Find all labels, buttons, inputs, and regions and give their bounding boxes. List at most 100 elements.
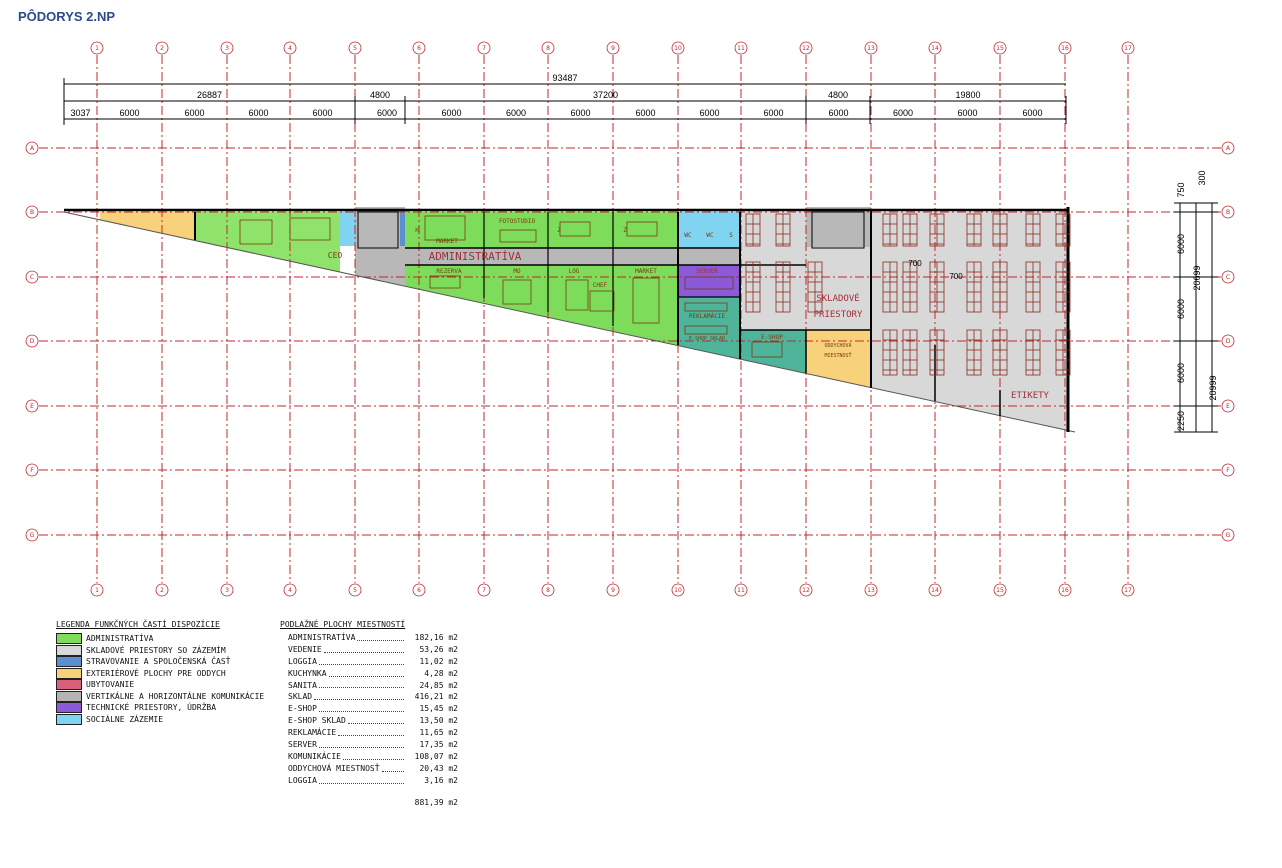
area-value: 108,07 m2 <box>414 751 458 761</box>
rack <box>992 329 1008 376</box>
dimension-vertical: 6000 <box>1176 299 1186 319</box>
axis-marker-column: 10 <box>671 41 685 55</box>
legend-swatch <box>56 713 82 725</box>
rack-gap-dimension: 700 <box>908 259 922 268</box>
legend-item: ADMINISTRATÍVA <box>56 633 264 645</box>
room-label-z: Z <box>557 227 561 234</box>
rack <box>745 261 761 313</box>
room-label-skladove: SKLADOVÉ <box>816 292 859 304</box>
axis-label: D <box>1226 338 1231 345</box>
rack <box>882 213 898 247</box>
axis-marker-column: 11 <box>734 583 748 597</box>
area-name: SERVER <box>288 740 317 750</box>
zone-oddychova <box>806 330 871 388</box>
room-labels: CEO ADMINISTRATÍVA MARKET FOTOSTUDIO Z Z… <box>328 218 1050 401</box>
legend-label: EXTERIÉROVÉ PLOCHY PRE ODDYCH <box>86 668 226 678</box>
area-name: VEDENIE <box>288 644 322 654</box>
axis-marker-column: 9 <box>606 41 620 55</box>
grid-axis-markers: 1122334455667788991010111112121313141415… <box>25 41 1235 597</box>
zone-ceo <box>195 212 340 272</box>
axis-marker-row: A <box>25 141 39 155</box>
axis-marker-column: 8 <box>541 41 555 55</box>
furniture-item <box>424 215 466 241</box>
furniture-item <box>429 275 461 289</box>
area-value: 416,21 m2 <box>414 692 458 702</box>
room-label-z: Z <box>623 227 627 234</box>
legend-title: LEGENDA FUNKČNÝCH ČASTÍ DISPOZÍCIE <box>56 620 220 629</box>
furniture-item <box>626 221 658 237</box>
area-value: 53,26 m2 <box>419 644 458 654</box>
room-label-etikety: ETIKETY <box>1011 391 1050 401</box>
axis-marker-row: D <box>25 334 39 348</box>
room-label-priestory: PRIESTORY <box>814 310 863 320</box>
axis-marker-column: 9 <box>606 583 620 597</box>
axis-label: 14 <box>931 45 939 52</box>
axis-marker-column: 16 <box>1058 41 1072 55</box>
axis-marker-column: 10 <box>671 583 685 597</box>
legend-label: UBYTOVANIE <box>86 680 135 690</box>
axis-label: 7 <box>482 587 486 594</box>
legend-swatch <box>56 702 82 714</box>
rack <box>966 329 982 376</box>
axis-label: 6 <box>417 45 421 52</box>
zone-stair-left <box>355 207 405 287</box>
zone-corridor <box>405 248 740 265</box>
dimension-vertical: 6000 <box>1176 363 1186 383</box>
axis-marker-column: 6 <box>412 41 426 55</box>
axis-label: C <box>30 274 34 281</box>
axis-marker-column: 6 <box>412 583 426 597</box>
axis-label: 16 <box>1061 587 1069 594</box>
area-row: LOGGIA 3,16 m2 <box>288 776 458 788</box>
grid-lines <box>39 55 1221 583</box>
rack <box>1055 329 1071 376</box>
rack <box>902 329 918 376</box>
axis-label: 6 <box>417 587 421 594</box>
room-label-wc: WC <box>706 232 714 239</box>
dimension-vertical: 20699 <box>1192 265 1202 290</box>
furniture-item <box>565 279 589 311</box>
area-value: 17,35 m2 <box>419 740 458 750</box>
rack-gap-dimension: 700 <box>949 272 963 281</box>
axis-marker-column: 2 <box>155 41 169 55</box>
area-table-title: PODLAŽNÉ PLOCHY MIESTNOSTÍ <box>280 620 406 629</box>
room-label-market: MARKET <box>635 268 657 275</box>
axis-marker-column: 16 <box>1058 583 1072 597</box>
axis-marker-row: C <box>1221 270 1235 284</box>
area-name: LOGGIA <box>288 775 317 785</box>
dimension-section: 4800 <box>370 90 390 100</box>
axis-label: 15 <box>996 587 1004 594</box>
axis-label: 2 <box>160 45 164 52</box>
axis-label: 3 <box>225 45 229 52</box>
axis-marker-column: 4 <box>283 41 297 55</box>
axis-label: 5 <box>353 45 357 52</box>
axis-label: 15 <box>996 45 1004 52</box>
room-label-s: S <box>729 232 733 239</box>
rack <box>992 213 1008 247</box>
axis-label: 14 <box>931 587 939 594</box>
area-value: 11,02 m2 <box>419 656 458 666</box>
rack <box>882 261 898 313</box>
axis-label: 11 <box>737 45 745 52</box>
area-name: SANITA <box>288 680 317 690</box>
area-value: 3,16 m2 <box>424 775 458 785</box>
rack <box>1025 213 1041 247</box>
axis-label: 17 <box>1124 587 1132 594</box>
dimension-vertical: 6000 <box>1176 234 1186 254</box>
area-value: 182,16 m2 <box>414 633 458 642</box>
rack <box>1025 329 1041 376</box>
axis-label: A <box>1226 145 1231 152</box>
axis-marker-column: 2 <box>155 583 169 597</box>
legend-swatch <box>56 633 82 645</box>
dimension-vertical: 20999 <box>1208 375 1218 400</box>
rack <box>992 261 1008 313</box>
furniture-item <box>502 279 532 305</box>
axis-label: 2 <box>160 587 164 594</box>
dimension-bay: 6000 <box>957 108 977 118</box>
axis-label: 11 <box>737 587 745 594</box>
axis-label: 7 <box>482 45 486 52</box>
